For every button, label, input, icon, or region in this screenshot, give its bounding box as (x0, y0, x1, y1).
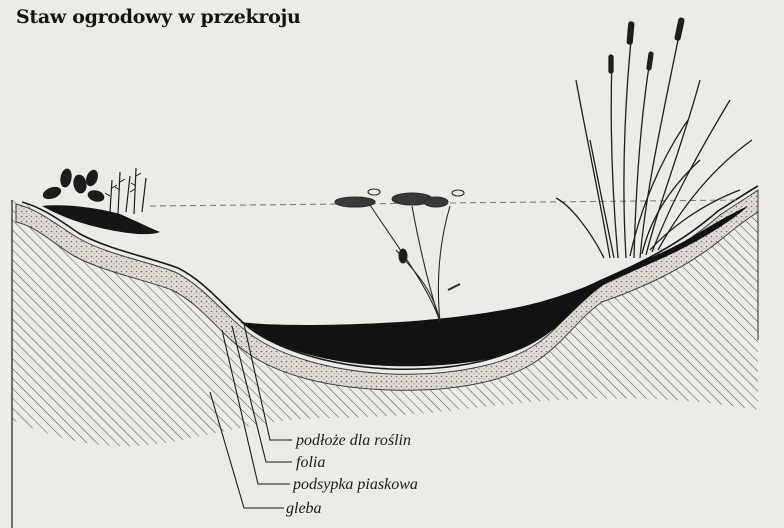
water-lily-plant (335, 189, 464, 322)
label-sand: podsypka piaskowa (292, 476, 418, 493)
label-substrate: podłoże dla roślin (295, 432, 411, 449)
label-liner: folia (296, 454, 325, 471)
label-soil: gleba (286, 500, 322, 517)
